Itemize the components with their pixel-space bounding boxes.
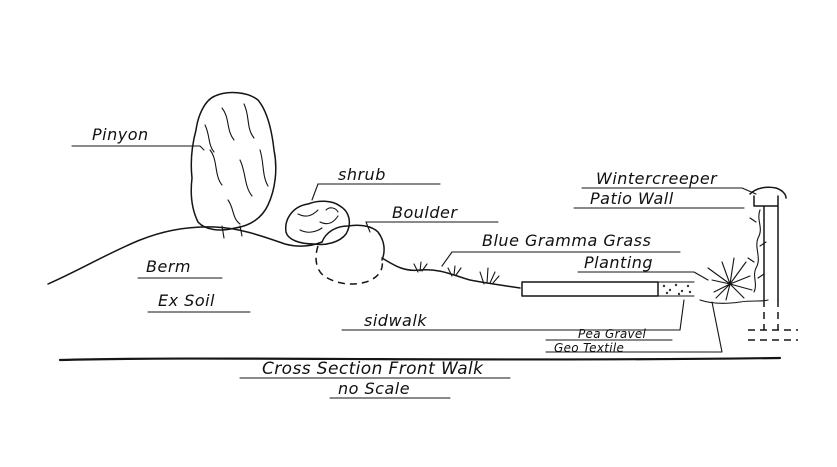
sidewalk-slab: [521, 281, 659, 297]
label-blue-gramma-grass: Blue Gramma Grass: [482, 231, 651, 250]
label-boulder: Boulder: [392, 203, 458, 222]
boulder-outline: [321, 224, 385, 261]
shrub-outline: [285, 200, 351, 246]
pinyon-tree: [190, 91, 277, 231]
label-pea-gravel: Pea Gravel: [578, 327, 647, 341]
label-pinyon: Pinyon: [92, 125, 149, 144]
label-ex-soil: Ex Soil: [158, 291, 215, 310]
patio-wall: [753, 195, 779, 301]
label-berm: Berm: [146, 257, 191, 276]
label-planting: Planting: [584, 253, 653, 272]
label-sidewalk: sidwalk: [364, 311, 427, 330]
title-baseline: [58, 356, 782, 362]
label-wintercreeper: Wintercreeper: [596, 169, 718, 188]
wall-footing: [748, 300, 798, 341]
wall-cap: [749, 186, 787, 199]
leader-lines: [71, 145, 757, 353]
diagram-title: Cross Section Front Walk: [262, 359, 484, 379]
planting-soil: [699, 299, 769, 304]
berm-outline: [47, 226, 323, 285]
label-patio-wall: Patio Wall: [590, 189, 674, 208]
diagram-scale-note: no Scale: [338, 379, 410, 398]
sidewalk-edge: [657, 281, 695, 297]
boulder-buried: [315, 245, 384, 285]
wintercreeper-vine: [747, 209, 767, 293]
pinyon-texture: [204, 103, 269, 225]
pinyon-trunk: [221, 225, 243, 239]
shrub-texture: [297, 207, 339, 233]
label-geo-textile: Geo Textile: [554, 341, 624, 355]
grass-tuft: [413, 261, 500, 285]
ground-line: [381, 257, 521, 289]
label-shrub: shrub: [338, 165, 386, 184]
title-underline: [239, 377, 511, 399]
pea-gravel-fill: [662, 283, 692, 296]
planting-burst: [707, 257, 753, 301]
